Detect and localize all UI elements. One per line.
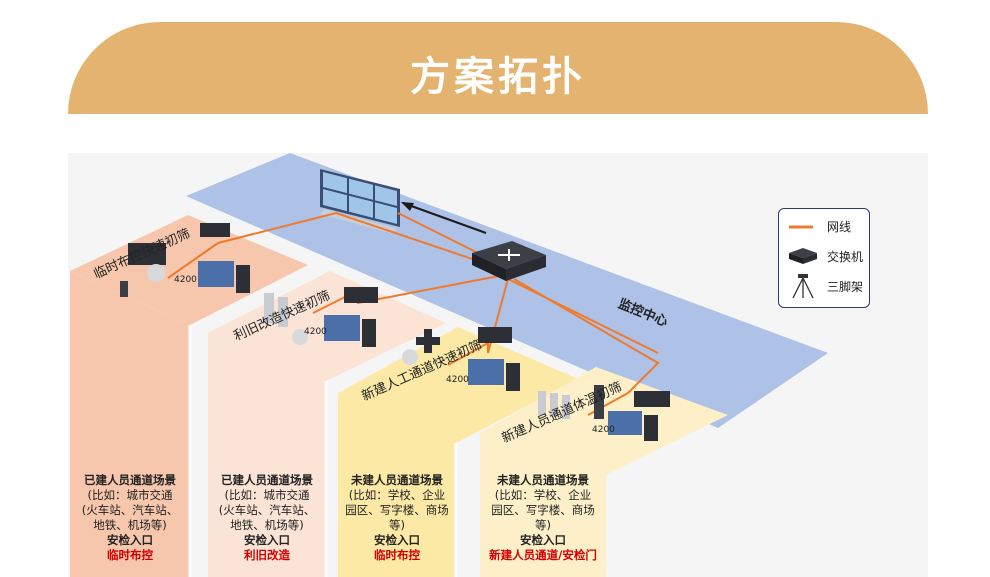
device-label: 4200 bbox=[592, 425, 615, 435]
network-cable-icon bbox=[789, 225, 813, 229]
zone-devices-3 bbox=[402, 327, 520, 391]
scenario-card-1: 已建人员通道场景 (比如：城市交通 (火车站、汽车站、 地铁、机场等) 安检入口… bbox=[70, 473, 190, 577]
card-mode: 利旧改造 bbox=[244, 548, 290, 562]
legend-item-cable: 网线 bbox=[787, 215, 867, 237]
legend-label: 网线 bbox=[827, 220, 852, 234]
card-line: 园区、写字楼、商场 bbox=[345, 503, 449, 517]
card-mode: 临时布控 bbox=[374, 548, 420, 562]
card-line: 等) bbox=[535, 518, 551, 532]
page-title: 方案拓扑 bbox=[410, 54, 586, 100]
card-line: (比如：学校、企业 bbox=[348, 488, 446, 502]
card-line: 地铁、机场等) bbox=[230, 518, 304, 532]
topology-canvas bbox=[70, 153, 828, 577]
device-label: 4200 bbox=[446, 375, 469, 385]
arrow-to-video-wall bbox=[402, 202, 487, 234]
zone-band-3 bbox=[338, 393, 456, 577]
card-entrance: 安检入口 bbox=[107, 533, 153, 547]
card-entrance: 安检入口 bbox=[244, 533, 290, 547]
card-line: 等) bbox=[389, 518, 405, 532]
zone-band-2 bbox=[208, 333, 326, 577]
legend-label: 三脚架 bbox=[827, 280, 864, 294]
switch-icon bbox=[789, 248, 817, 264]
scenario-card-2: 已建人员通道场景 (比如：城市交通 (火车站、汽车站、 地铁、机场等) 安检入口… bbox=[208, 473, 326, 577]
scenario-card-4: 未建人员通道场景 (比如：学校、企业 园区、写字楼、商场 等) 安检入口 新建人… bbox=[480, 473, 606, 577]
card-line: (比如：城市交通 bbox=[224, 488, 310, 502]
device-label: 4200 bbox=[174, 275, 197, 285]
zone-platform-3 bbox=[338, 327, 578, 443]
zone-platform-1 bbox=[70, 215, 308, 325]
legend-item-tripod: 三脚架 bbox=[787, 274, 867, 299]
card-line: (火车站、汽车站、 bbox=[81, 503, 179, 517]
card-title: 已建人员通道场景 bbox=[84, 473, 176, 487]
zone-devices-4 bbox=[538, 385, 670, 441]
topology-diagram: 监控中心 4200 4200 4200 4200 临时布控快速初筛 利旧改造快速… bbox=[68, 153, 928, 577]
card-title: 未建人员通道场景 bbox=[351, 473, 443, 487]
zone-band-4 bbox=[480, 433, 606, 577]
core-switch bbox=[472, 241, 546, 281]
device-label: 4200 bbox=[304, 327, 327, 337]
arrow-head bbox=[401, 202, 414, 211]
monitor-center-floor bbox=[186, 153, 828, 428]
card-entrance: 安检入口 bbox=[374, 533, 420, 547]
card-line: (比如：城市交通 bbox=[87, 488, 173, 502]
legend-label: 交换机 bbox=[827, 250, 864, 264]
card-mode: 新建人员通道/安检门 bbox=[489, 548, 597, 562]
card-line: (比如：学校、企业 bbox=[494, 488, 592, 502]
title-banner: 方案拓扑 bbox=[68, 22, 928, 114]
card-mode: 临时布控 bbox=[107, 548, 153, 562]
card-line: 园区、写字楼、商场 bbox=[491, 503, 595, 517]
zone-devices-2 bbox=[264, 287, 378, 347]
card-entrance: 安检入口 bbox=[520, 533, 566, 547]
zone-band-1 bbox=[70, 271, 190, 577]
card-line: (火车站、汽车站、 bbox=[218, 503, 316, 517]
card-title: 已建人员通道场景 bbox=[221, 473, 313, 487]
card-line: 地铁、机场等) bbox=[93, 518, 167, 532]
legend: 网线 交换机 三脚架 bbox=[778, 208, 870, 308]
tripod-icon bbox=[792, 274, 814, 299]
legend-item-switch: 交换机 bbox=[787, 245, 867, 267]
zone-devices-1 bbox=[120, 223, 250, 297]
card-title: 未建人员通道场景 bbox=[497, 473, 589, 487]
scenario-card-3: 未建人员通道场景 (比如：学校、企业 园区、写字楼、商场 等) 安检入口 临时布… bbox=[338, 473, 456, 577]
